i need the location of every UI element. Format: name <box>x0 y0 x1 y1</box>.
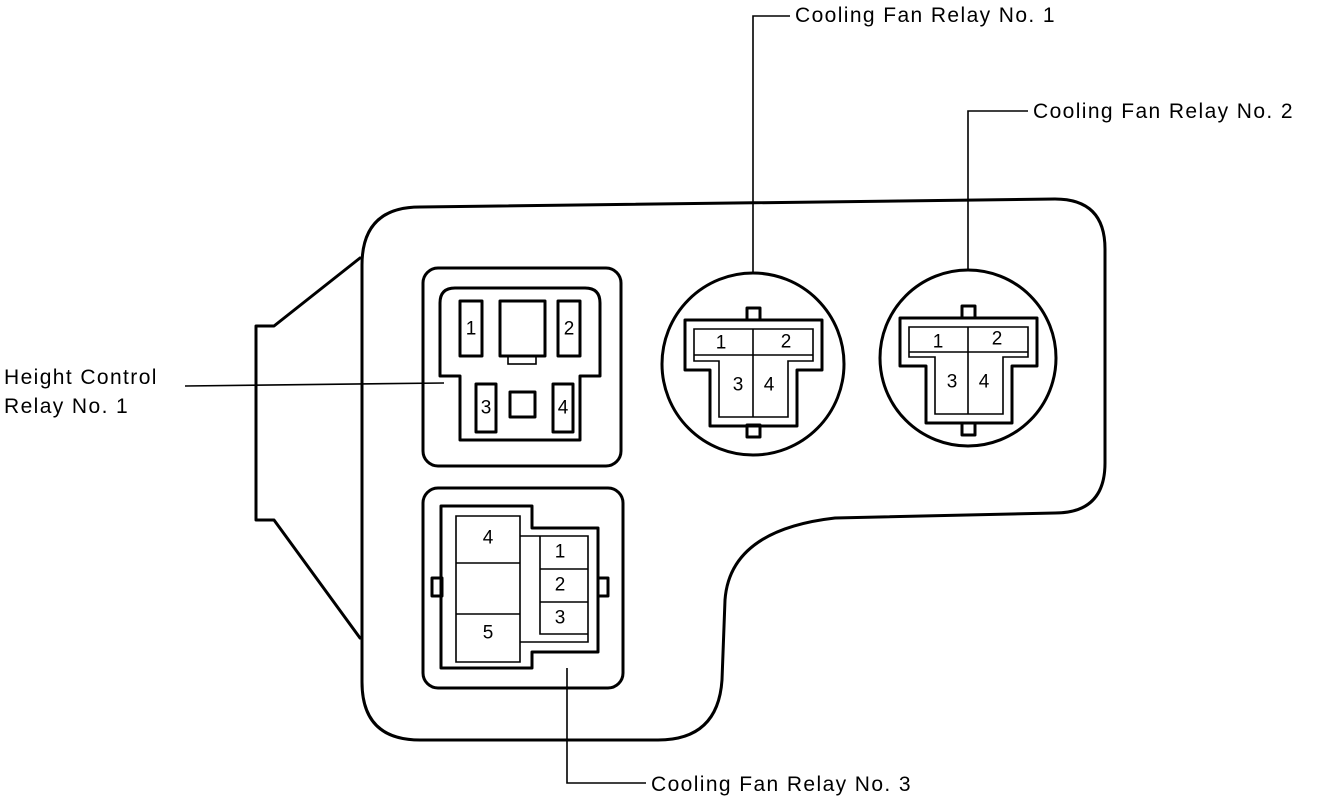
leader-line-fan-relay-1 <box>752 15 790 272</box>
fan-relay-3-pin-1: 1 <box>555 542 566 563</box>
height-relay-pin-4: 4 <box>558 398 569 419</box>
leader-line-fan-relay-3 <box>566 668 646 784</box>
leader-line-height-relay <box>184 382 445 387</box>
height-relay-pin-2: 2 <box>564 319 575 340</box>
label-height-control-relay-1-line1: Height Control <box>4 366 158 389</box>
fan-relay-3-pin-3: 3 <box>555 608 566 629</box>
fan-relay-1-pin-1: 1 <box>716 333 727 354</box>
cooling-fan-relay-3-socket: 4 1 2 3 5 <box>421 486 625 690</box>
fan-relay-3-pin-5: 5 <box>483 623 494 644</box>
label-cooling-fan-relay-1: Cooling Fan Relay No. 1 <box>795 4 1056 27</box>
label-cooling-fan-relay-3: Cooling Fan Relay No. 3 <box>651 773 912 796</box>
fan-relay-2-pin-4: 4 <box>979 372 990 393</box>
fan-relay-1-pin-3: 3 <box>733 375 744 396</box>
leader-line-fan-relay-2 <box>967 110 1028 270</box>
label-cooling-fan-relay-2: Cooling Fan Relay No. 2 <box>1033 100 1294 123</box>
leader-lines <box>184 15 1028 784</box>
fan-relay-2-pin-3: 3 <box>947 372 958 393</box>
label-height-control-relay-1-line2: Relay No. 1 <box>4 395 129 418</box>
fan-relay-1-pin-2: 2 <box>781 332 792 353</box>
relay-block-body <box>254 197 1107 742</box>
height-relay-pin-3: 3 <box>481 398 492 419</box>
fan-relay-3-pin-4: 4 <box>483 528 494 549</box>
cooling-fan-relay-1-socket: 1 2 3 4 <box>660 271 846 457</box>
fan-relay-2-pin-2: 2 <box>992 329 1003 350</box>
height-control-relay-1-socket: 1 2 3 4 <box>421 266 623 468</box>
fan-relay-2-pin-1: 1 <box>933 332 944 353</box>
cooling-fan-relay-2-socket: 1 2 3 4 <box>878 268 1058 448</box>
fan-relay-1-pin-4: 4 <box>764 375 775 396</box>
height-relay-pin-1: 1 <box>466 319 477 340</box>
fan-relay-3-pin-2: 2 <box>555 575 566 596</box>
